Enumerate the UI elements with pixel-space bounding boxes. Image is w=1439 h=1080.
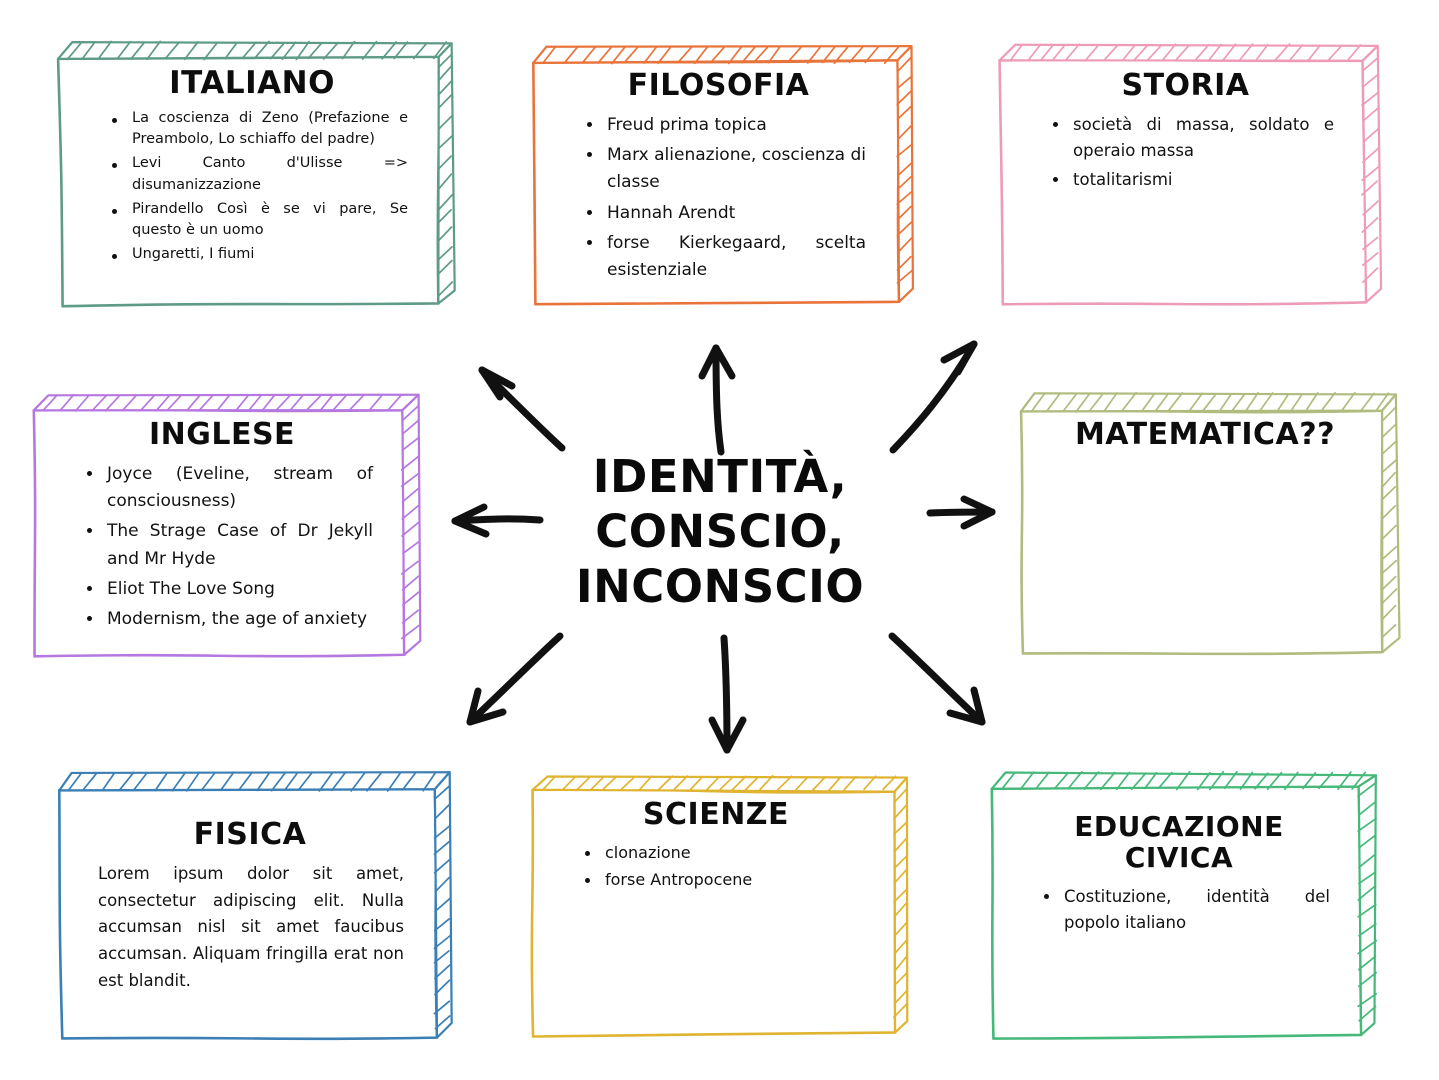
card-content-educazione-civica: EDUCAZIONE CIVICA Costituzione, identità… (988, 770, 1378, 1042)
card-paragraph-fisica: Lorem ipsum dolor sit amet, consectetur … (98, 864, 404, 990)
card-educazione-civica[interactable]: EDUCAZIONE CIVICA Costituzione, identità… (988, 770, 1378, 1042)
bullet-list-storia: società di massa, soldato e operaio mass… (1031, 112, 1340, 193)
list-item: Joyce (Eveline, stream of consciousness) (83, 461, 373, 515)
card-title-italiano: ITALIANO (169, 65, 335, 101)
list-item: totalitarismi (1049, 167, 1334, 193)
card-content-scienze: SCIENZE clonazione forse Antropocene (529, 772, 911, 1040)
list-item: Eliot The Love Song (83, 576, 373, 603)
card-title-scienze: SCIENZE (642, 797, 790, 832)
card-matematica[interactable]: MATEMATICA?? (1018, 391, 1401, 657)
arrow-to-educazione-civica-icon (888, 632, 986, 726)
card-inglese[interactable]: INGLESE Joyce (Eveline, stream of consci… (31, 392, 422, 660)
center-node: IDENTITÀ, CONSCIO, INCONSCIO (520, 450, 920, 615)
card-title-inglese: INGLESE (148, 417, 296, 452)
card-title-storia: STORIA (1121, 68, 1250, 103)
arrow-to-matematica-icon (926, 495, 996, 530)
card-title-matematica: MATEMATICA?? (1074, 417, 1336, 452)
card-content-storia: STORIA società di massa, soldato e opera… (997, 43, 1382, 308)
list-item: La coscienza di Zeno (Prefazione e Pream… (108, 108, 408, 150)
bullet-list-filosofia: Freud prima topica Marx alienazione, cos… (565, 112, 872, 284)
list-item: Ungaretti, I fiumi (108, 244, 408, 265)
card-filosofia[interactable]: FILOSOFIA Freud prima topica Marx aliena… (531, 43, 914, 308)
list-item: Pirandello Così è se vi pare, Se questo … (108, 199, 408, 241)
bullet-list-scienze: clonazione forse Antropocene (563, 841, 869, 893)
card-content-inglese: INGLESE Joyce (Eveline, stream of consci… (31, 392, 421, 660)
list-item: forse Kierkegaard, scelta esistenziale (583, 230, 866, 284)
list-item: forse Antropocene (581, 868, 863, 892)
center-node-line-3: INCONSCIO (575, 559, 865, 613)
list-item: Hannah Arendt (583, 200, 866, 227)
list-item: Marx alienazione, coscienza di classe (583, 142, 866, 196)
list-item: Modernism, the age of anxiety (83, 606, 373, 633)
center-node-line-1: IDENTITÀ, (592, 450, 848, 503)
arrow-to-storia-icon (889, 340, 978, 454)
bullet-list-educazione-civica: Costituzione, identità del popolo italia… (1022, 884, 1336, 937)
arrow-to-fisica-icon (466, 632, 564, 726)
arrow-to-filosofia-icon (698, 344, 736, 456)
card-storia[interactable]: STORIA società di massa, soldato e opera… (997, 43, 1383, 308)
card-content-filosofia: FILOSOFIA Freud prima topica Marx aliena… (531, 43, 914, 308)
list-item: società di massa, soldato e operaio mass… (1049, 112, 1334, 164)
list-item: The Strage Case of Dr Jekyll and Mr Hyde (83, 518, 373, 572)
card-title-filosofia: FILOSOFIA (627, 68, 810, 103)
list-item: clonazione (581, 841, 863, 865)
card-content-fisica: FISICA Lorem ipsum dolor sit amet, conse… (56, 770, 452, 1042)
bullet-list-inglese: Joyce (Eveline, stream of consciousness)… (65, 461, 379, 633)
center-node-line-2: CONSCIO, (595, 504, 845, 558)
card-title-educazione-civica: EDUCAZIONE CIVICA (1074, 810, 1284, 874)
card-content-matematica: MATEMATICA?? (1018, 392, 1400, 657)
bullet-list-italiano: La coscienza di Zeno (Prefazione e Pream… (90, 108, 414, 265)
card-scienze[interactable]: SCIENZE clonazione forse Antropocene (529, 772, 911, 1040)
arrow-to-italiano-icon (478, 366, 566, 452)
card-italiano[interactable]: ITALIANO La coscienza di Zeno (Prefazion… (56, 40, 456, 310)
list-item: Costituzione, identità del popolo italia… (1040, 884, 1330, 937)
list-item: Levi Canto d'Ulisse => disumanizzazione (108, 153, 408, 195)
card-title-fisica: FISICA (193, 817, 307, 852)
card-fisica[interactable]: FISICA Lorem ipsum dolor sit amet, conse… (56, 770, 453, 1042)
list-item: Freud prima topica (583, 112, 866, 139)
arrow-to-scienze-icon (708, 634, 747, 754)
card-content-italiano: ITALIANO La coscienza di Zeno (Prefazion… (56, 40, 456, 310)
